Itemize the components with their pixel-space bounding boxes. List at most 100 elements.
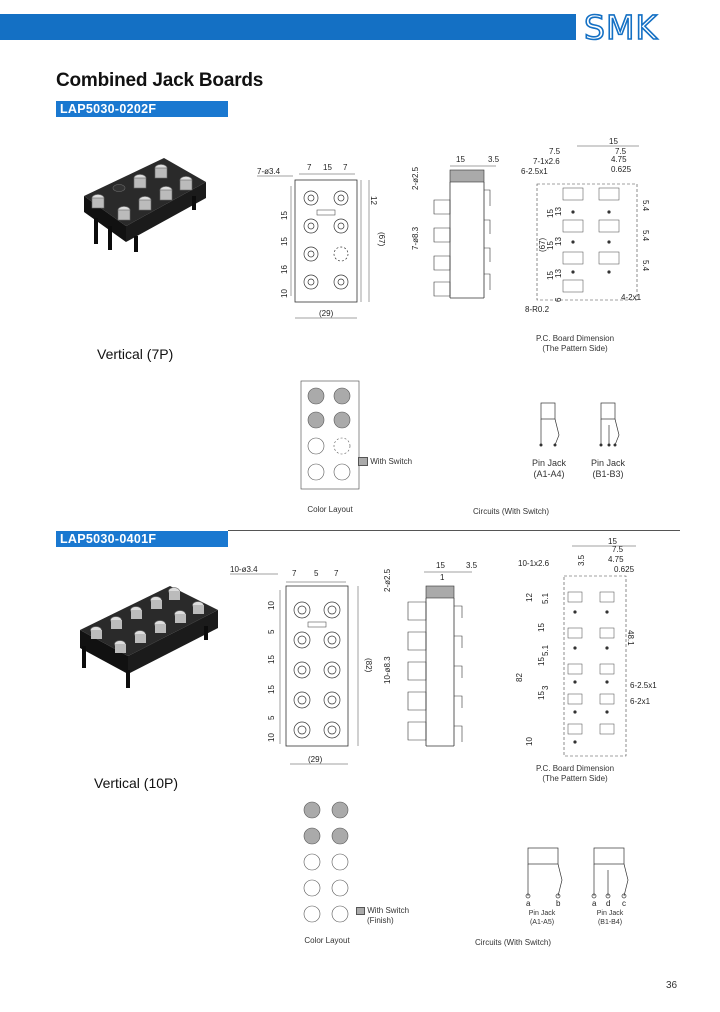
pcb-caption-line-1: P.C. Board Dimension [535, 334, 615, 343]
svg-text:5.4: 5.4 [641, 200, 650, 212]
svg-text:7-ø8.3: 7-ø8.3 [411, 226, 420, 250]
svg-text:3.5: 3.5 [488, 155, 500, 164]
page-title: Combined Jack Boards [56, 70, 264, 91]
color-layout-caption-7p: Color Layout [307, 505, 353, 514]
svg-text:2-ø2.5: 2-ø2.5 [411, 166, 420, 190]
pcb-caption-10p: P.C. Board Dimension (The Pattern Side) [520, 764, 630, 784]
svg-text:4.75: 4.75 [611, 155, 627, 164]
svg-text:12: 12 [525, 593, 534, 602]
svg-text:3.5: 3.5 [577, 554, 586, 566]
legend-label: With Switch [370, 457, 413, 466]
circuit-range: (B1-B4) [597, 918, 623, 926]
svg-text:(67): (67) [377, 232, 386, 247]
circuit-label-a-10p: Pin Jack (A1-A5) [520, 910, 564, 928]
pcb-caption-line-2: (The Pattern Side) [542, 774, 608, 783]
circuit-diagram-7p [539, 402, 620, 447]
svg-text:7: 7 [343, 163, 348, 172]
pcb-caption-line-2: (The Pattern Side) [542, 344, 608, 353]
variant-label-10p: Vertical (10P) [94, 775, 179, 791]
svg-text:2-ø2.5: 2-ø2.5 [383, 568, 392, 592]
svg-text:(29): (29) [319, 309, 334, 318]
circuit-name: Pin Jack [590, 458, 625, 468]
svg-text:15: 15 [537, 691, 546, 700]
svg-text:6-2x1: 6-2x1 [630, 697, 651, 706]
svg-text:13: 13 [554, 269, 563, 278]
svg-text:10-ø8.3: 10-ø8.3 [383, 656, 392, 684]
svg-text:15: 15 [323, 163, 332, 172]
header-bar [0, 14, 576, 40]
legend-swatch [358, 457, 368, 467]
circuits-caption-7p: Circuits (With Switch) [472, 507, 549, 516]
legend-note: (Finish) [367, 915, 394, 925]
svg-text:c: c [622, 899, 626, 908]
svg-text:15: 15 [436, 561, 445, 570]
svg-text:10: 10 [267, 733, 276, 742]
svg-text:10-ø3.4: 10-ø3.4 [230, 565, 258, 574]
pcb-dimension-drawing-10p: 15 7.5 10-1x2.6 4.75 0.625 3.5 12 15 15 … [515, 537, 657, 757]
svg-text:SMK: SMK [584, 8, 658, 46]
circuit-label-b-7p: Pin Jack (B1-B3) [583, 458, 633, 481]
svg-text:10-1x2.6: 10-1x2.6 [518, 559, 550, 568]
svg-text:12: 12 [369, 196, 378, 205]
smk-logo: SMK [583, 8, 658, 46]
svg-text:16: 16 [280, 265, 289, 274]
circuits-caption-10p: Circuits (With Switch) [474, 938, 551, 947]
svg-text:1: 1 [440, 573, 445, 582]
side-view-drawing-7p: 2-ø2.5 7-ø8.3 15 3.5 [411, 155, 500, 299]
legend-label: With Switch [367, 906, 410, 915]
circuit-label-a-7p: Pin Jack (A1-A4) [524, 458, 574, 481]
svg-text:15: 15 [456, 155, 465, 164]
product-photo-10p [80, 586, 218, 688]
svg-text:13: 13 [554, 237, 563, 246]
model-label-1: LAP5030-0202F [56, 101, 228, 117]
svg-text:82: 82 [515, 673, 524, 682]
svg-text:15: 15 [546, 241, 555, 250]
legend-row: With Switch [356, 906, 409, 916]
svg-text:7.5: 7.5 [549, 147, 561, 156]
variant-label-7p: Vertical (7P) [97, 346, 174, 362]
svg-text:10: 10 [280, 289, 289, 298]
svg-text:10: 10 [267, 601, 276, 610]
front-view-drawing-10p: 10-ø3.4 7 5 7 10 5 15 15 5 10 (82) (29) [230, 565, 373, 765]
svg-text:13: 13 [554, 207, 563, 216]
svg-text:5: 5 [314, 569, 319, 578]
page-number: 36 [666, 980, 678, 991]
svg-text:7.5: 7.5 [612, 545, 624, 554]
svg-text:7-ø3.4: 7-ø3.4 [257, 167, 281, 176]
svg-text:7: 7 [292, 569, 297, 578]
svg-text:7-1x2.6: 7-1x2.6 [533, 157, 560, 166]
svg-text:b: b [556, 899, 561, 908]
pcb-caption-line-1: P.C. Board Dimension [535, 764, 615, 773]
svg-text:15: 15 [280, 237, 289, 246]
svg-text:15: 15 [608, 537, 617, 546]
svg-text:a: a [592, 899, 597, 908]
circuit-range: (B1-B3) [592, 469, 624, 480]
color-layout-10p [303, 801, 349, 923]
svg-text:5.1: 5.1 [541, 592, 550, 604]
svg-text:8-R0.2: 8-R0.2 [525, 305, 550, 314]
legend-10p: With Switch (Finish) [356, 906, 409, 925]
legend-swatch [356, 906, 365, 915]
circuit-name: Pin Jack [528, 910, 556, 917]
circuit-name: Pin Jack [531, 458, 566, 468]
svg-text:15: 15 [537, 657, 546, 666]
svg-text:5.1: 5.1 [541, 644, 550, 656]
svg-text:4.75: 4.75 [608, 555, 624, 564]
svg-text:15: 15 [267, 655, 276, 664]
svg-text:(67): (67) [538, 237, 547, 252]
legend-7p: With Switch [358, 457, 413, 467]
svg-text:7: 7 [334, 569, 339, 578]
side-view-drawing-10p: 2-ø2.5 10-ø8.3 15 3.5 1 [383, 561, 478, 747]
svg-text:15: 15 [609, 137, 618, 146]
circuit-range: (A1-A5) [529, 918, 555, 926]
svg-text:15: 15 [546, 209, 555, 218]
svg-text:15: 15 [280, 211, 289, 220]
svg-text:7.5: 7.5 [615, 147, 627, 156]
svg-text:15: 15 [537, 623, 546, 632]
circuit-diagram-10p: a b a d c [525, 847, 629, 908]
svg-text:7: 7 [307, 163, 312, 172]
svg-text:(29): (29) [308, 755, 323, 764]
svg-text:4-2x1: 4-2x1 [621, 293, 642, 302]
color-layout-7p [300, 380, 360, 490]
svg-text:d: d [606, 899, 610, 908]
